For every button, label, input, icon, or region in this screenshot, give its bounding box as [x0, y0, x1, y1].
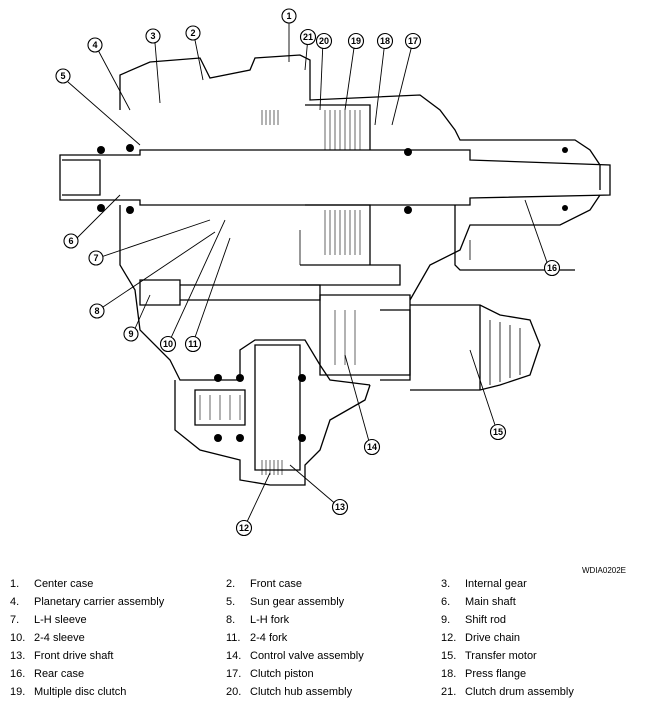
- callout-4: 4: [87, 37, 103, 53]
- svg-text:17: 17: [408, 36, 418, 46]
- motor-detail: [299, 230, 521, 385]
- legend-num: 9.: [441, 614, 451, 626]
- callout-10: 10: [159, 335, 177, 353]
- legend-label: Clutch hub assembly: [250, 686, 353, 698]
- legend-row: 16. Rear case 17. Clutch piston 18. Pres…: [0, 668, 651, 686]
- svg-text:11: 11: [188, 339, 198, 349]
- callout-15: 15: [489, 423, 507, 441]
- svg-text:3: 3: [150, 31, 155, 41]
- svg-text:6: 6: [68, 236, 73, 246]
- callout-8: 8: [89, 303, 105, 319]
- callout-6: 6: [63, 233, 79, 249]
- svg-text:1: 1: [286, 11, 291, 21]
- callout-9: 9: [123, 326, 139, 342]
- legend-row: 19. Multiple disc clutch 20. Clutch hub …: [0, 686, 651, 704]
- svg-text:15: 15: [493, 427, 503, 437]
- legend-label: Front case: [250, 578, 302, 590]
- legend-num: 7.: [10, 614, 20, 626]
- legend-num: 4.: [10, 596, 20, 608]
- legend-label: Clutch drum assembly: [465, 686, 574, 698]
- legend-row: 13. Front drive shaft 14. Control valve …: [0, 650, 651, 668]
- callout-19: 19: [347, 32, 365, 50]
- legend-label: Transfer motor: [465, 650, 537, 662]
- legend-label: Drive chain: [465, 632, 521, 644]
- legend-label: Press flange: [465, 668, 527, 680]
- callout-21: 21: [299, 28, 317, 46]
- legend-row: 10. 2-4 sleeve 11. 2-4 fork 12. Drive ch…: [0, 632, 651, 650]
- legend-label: Control valve assembly: [250, 650, 364, 662]
- legend-num: 8.: [226, 614, 236, 626]
- svg-text:20: 20: [319, 36, 329, 46]
- legend-row: 4. Planetary carrier assembly 5. Sun gea…: [0, 596, 651, 614]
- legend-num: 1.: [10, 578, 20, 590]
- callout-12: 12: [235, 519, 253, 537]
- legend-num: 12.: [441, 632, 457, 644]
- figure-code: WDIA0202E: [582, 566, 627, 575]
- svg-text:2: 2: [190, 28, 195, 38]
- legend-label: L-H fork: [250, 614, 290, 626]
- legend-num: 14.: [226, 650, 242, 662]
- svg-text:19: 19: [351, 36, 361, 46]
- callout-3: 3: [145, 28, 161, 44]
- svg-text:5: 5: [60, 71, 65, 81]
- callout-7: 7: [88, 250, 104, 266]
- legend-label: L-H sleeve: [34, 614, 87, 626]
- svg-text:7: 7: [93, 253, 98, 263]
- legend-num: 3.: [441, 578, 451, 590]
- svg-text:13: 13: [335, 502, 345, 512]
- callout-1: 1: [281, 8, 297, 24]
- callout-2: 2: [185, 25, 201, 41]
- legend-label: Rear case: [34, 668, 85, 680]
- callout-18: 18: [376, 32, 394, 50]
- svg-text:14: 14: [367, 442, 377, 452]
- legend-num: 10.: [10, 632, 26, 644]
- legend-label: Planetary carrier assembly: [34, 596, 165, 608]
- svg-text:21: 21: [303, 32, 313, 42]
- legend-num: 19.: [10, 686, 26, 698]
- legend-num: 18.: [441, 668, 457, 680]
- svg-text:12: 12: [239, 523, 249, 533]
- legend-row: 7. L-H sleeve 8. L-H fork 9. Shift rod: [0, 614, 651, 632]
- callout-17: 17: [404, 32, 422, 50]
- callout-20: 20: [315, 32, 333, 50]
- legend-num: 16.: [10, 668, 26, 680]
- legend-label: Sun gear assembly: [250, 596, 345, 608]
- legend-num: 21.: [441, 686, 457, 698]
- legend-num: 5.: [226, 596, 236, 608]
- gear-hatching: [199, 110, 361, 475]
- legend-row: 1. Center case 2. Front case 3. Internal…: [0, 578, 651, 596]
- callout-13: 13: [331, 498, 349, 516]
- svg-text:9: 9: [128, 329, 133, 339]
- transfer-cross-section-diagram: 1 2 3 4 5 6 7 8 9 10 11 12 13 14 15 16 1…: [55, 8, 611, 537]
- legend-num: 2.: [226, 578, 236, 590]
- bearings: [97, 144, 568, 442]
- legend-num: 17.: [226, 668, 242, 680]
- svg-text:4: 4: [92, 40, 97, 50]
- svg-text:18: 18: [380, 36, 390, 46]
- legend-label: Center case: [34, 578, 94, 590]
- legend-label: Shift rod: [465, 614, 506, 626]
- callout-16: 16: [543, 259, 561, 277]
- legend-num: 13.: [10, 650, 26, 662]
- legend-label: Clutch piston: [250, 668, 314, 680]
- legend-label: Internal gear: [465, 578, 527, 590]
- legend-num: 11.: [226, 632, 241, 644]
- legend-label: 2-4 fork: [250, 632, 288, 644]
- legend-label: 2-4 sleeve: [34, 632, 85, 644]
- legend-label: Main shaft: [465, 596, 516, 608]
- callout-14: 14: [363, 438, 381, 456]
- callout-11: 11: [184, 335, 202, 353]
- callout-5: 5: [55, 68, 71, 84]
- leader-lines: [67, 23, 550, 525]
- legend-num: 20.: [226, 686, 242, 698]
- legend-label: Multiple disc clutch: [34, 686, 127, 698]
- housing-outline: [59, 54, 611, 486]
- svg-text:8: 8: [94, 306, 99, 316]
- legend-num: 15.: [441, 650, 457, 662]
- legend-num: 6.: [441, 596, 451, 608]
- svg-text:16: 16: [547, 263, 557, 273]
- svg-text:10: 10: [163, 339, 173, 349]
- legend-label: Front drive shaft: [34, 650, 114, 662]
